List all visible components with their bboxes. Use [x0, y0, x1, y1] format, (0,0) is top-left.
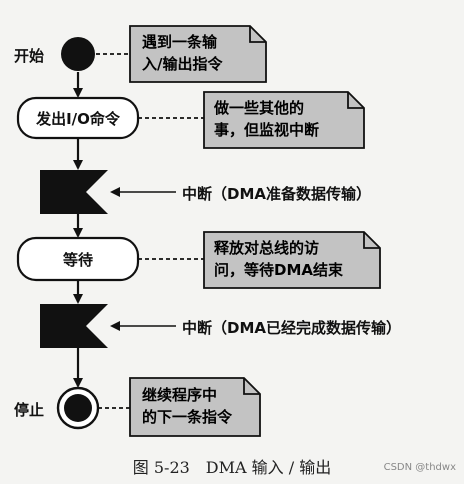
action-label-wait: 等待 — [62, 251, 93, 269]
action-label-issue-io: 发出I/O命令 — [36, 110, 120, 128]
interrupt-signal-shape-ready — [40, 170, 108, 214]
figure-caption: 图 5-23 DMA 输入 / 输出 — [132, 458, 332, 477]
interrupt-signal-shape-done — [40, 304, 108, 348]
note-text-issue-io: 遇到一条输 入/输出指令 — [142, 33, 223, 73]
watermark: CSDN @thdwx — [383, 462, 456, 473]
start-label: 开始 — [14, 47, 45, 65]
note-do-other — [203, 91, 365, 149]
note-issue-io — [129, 25, 267, 83]
stop-node-inner — [64, 394, 92, 422]
interrupt-label-done: 中断（DMA已经完成数据传输） — [182, 319, 401, 337]
start-node — [61, 37, 95, 71]
note-text-continue-program: 继续程序中 的下一条指令 — [142, 386, 233, 426]
note-text-release-bus: 释放对总线的访 问，等待DMA结束 — [214, 239, 343, 279]
note-continue-program — [129, 377, 261, 437]
interrupt-label-ready: 中断（DMA准备数据传输） — [182, 185, 371, 203]
note-release-bus — [203, 231, 381, 289]
stop-label: 停止 — [14, 401, 45, 419]
note-text-do-other: 做一些其他的 事，但监视中断 — [214, 99, 320, 139]
